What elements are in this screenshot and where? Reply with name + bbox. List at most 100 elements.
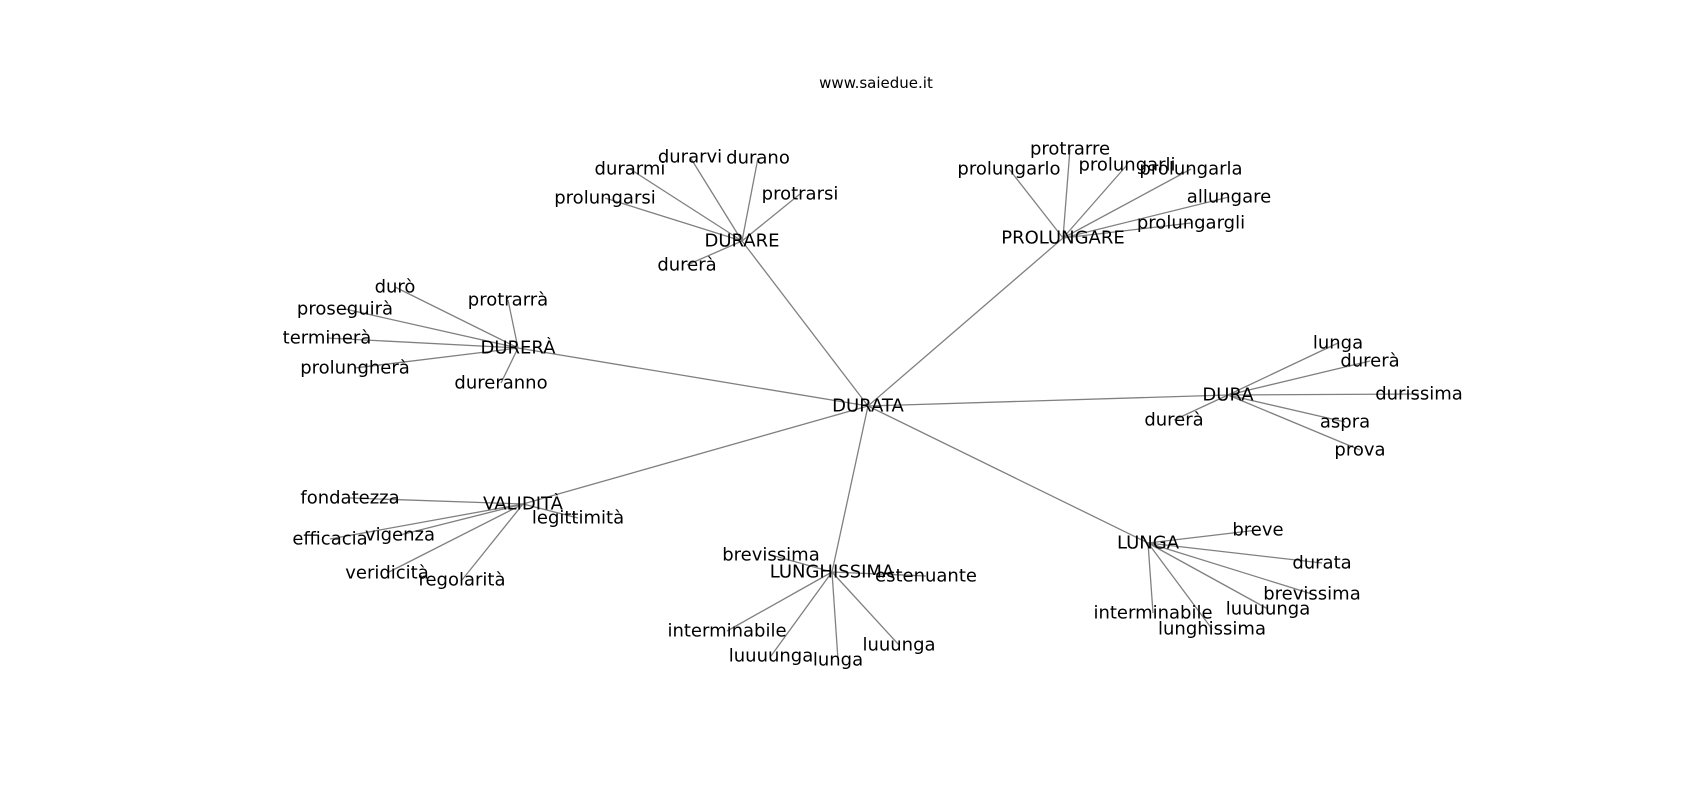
edge-group-word <box>1062 148 1071 239</box>
word-node-label: breve <box>1232 520 1283 541</box>
word-node-label: protrarre <box>1030 139 1110 160</box>
word-node-label: durata <box>1292 553 1351 574</box>
edge-group-word <box>386 503 524 574</box>
word-node-label: prolungarsi <box>554 188 656 209</box>
word-node-label: lunga <box>813 650 863 671</box>
edge-center-group <box>517 347 869 407</box>
word-node-label: aspra <box>1320 412 1370 433</box>
edge-center-group <box>867 237 1064 407</box>
edge-group-word <box>1147 542 1154 614</box>
group-node-label: LUNGA <box>1117 533 1180 554</box>
edge-group-word <box>1062 168 1192 239</box>
edge-group-word <box>1147 542 1269 610</box>
edge-group-word <box>770 554 833 573</box>
group-node-label: VALIDITÀ <box>483 493 564 515</box>
word-node-label: prolungarla <box>1139 159 1242 180</box>
edge-center-group <box>522 405 869 505</box>
word-node-label: interminabile <box>667 621 786 642</box>
word-node-label: durissima <box>1375 384 1463 405</box>
edge-group-word <box>629 168 743 242</box>
word-node-label: durerà <box>657 255 716 276</box>
edge-group-word <box>741 193 801 242</box>
word-node-label: dureranno <box>454 373 547 394</box>
center-node-label: DURATA <box>832 396 904 417</box>
word-node-label: interminabile <box>1093 603 1212 624</box>
edge-group-word <box>1227 394 1346 423</box>
edge-group-word <box>326 337 519 349</box>
edge-group-word <box>522 503 579 519</box>
word-node-label: durarvi <box>658 147 722 168</box>
word-node-label: prolungarli <box>1078 155 1175 176</box>
group-node-label: DURA <box>1202 385 1254 406</box>
word-node-label: protrarsi <box>762 184 839 205</box>
edge-group-word <box>831 571 839 661</box>
edge-group-word <box>344 308 519 349</box>
edge-group-word <box>1173 394 1229 421</box>
edge-group-word <box>354 347 519 369</box>
word-node-label: protrarrà <box>468 290 548 311</box>
edges-layer <box>326 148 1420 661</box>
word-node-label: prolungherà <box>300 358 410 379</box>
word-node-label: brevissima <box>722 545 819 566</box>
edge-group-word <box>349 497 524 505</box>
edge-center-group <box>867 394 1229 407</box>
edge-group-word <box>1227 342 1339 396</box>
word-node-label: legittimità <box>532 508 624 529</box>
word-node-label: proseguirà <box>297 299 393 320</box>
word-node-label: terminerà <box>283 328 372 349</box>
edge-group-word <box>1227 393 1420 396</box>
edge-group-word <box>1147 542 1323 564</box>
edge-group-word <box>741 157 759 242</box>
word-node-label: luuuunga <box>729 646 814 667</box>
word-node-label: efficacia <box>292 529 367 550</box>
edge-group-word <box>1008 168 1064 239</box>
edge-group-word <box>831 571 900 646</box>
edge-group-word <box>1062 164 1128 239</box>
word-node-label: brevissima <box>1263 584 1360 605</box>
site-label: www.saiedue.it <box>819 74 933 92</box>
word-node-label: prolungarlo <box>957 159 1060 180</box>
word-node-label: lunghissima <box>1158 619 1266 640</box>
edge-group-word <box>1147 542 1213 630</box>
edge-group-word <box>1147 542 1313 595</box>
edge-group-word <box>1062 196 1230 239</box>
group-node-label: PROLUNGARE <box>1001 228 1124 249</box>
group-node-label: DURERÀ <box>480 337 556 359</box>
word-node-label: allungare <box>1187 187 1271 208</box>
edge-center-group <box>867 405 1149 544</box>
edge-group-word <box>500 347 519 384</box>
word-node-label: estenuante <box>875 566 977 587</box>
edge-group-word <box>689 156 743 242</box>
word-node-label: luuuunga <box>1226 599 1311 620</box>
word-node-label: lunga <box>1313 333 1363 354</box>
edge-group-word <box>399 503 524 536</box>
edge-group-word <box>831 571 927 577</box>
word-node-label: durarmi <box>595 159 666 180</box>
edge-group-word <box>1227 394 1361 451</box>
edge-group-word <box>1062 222 1192 239</box>
edge-group-word <box>604 197 743 242</box>
edge-group-word <box>329 503 524 540</box>
edge-group-word <box>1147 529 1259 544</box>
word-node-label: regolarità <box>418 570 505 591</box>
edge-group-word <box>507 299 519 349</box>
edge-center-group <box>741 240 869 407</box>
word-node-label: durò <box>375 277 416 298</box>
word-node-label: vigenza <box>365 525 435 546</box>
word-node-label: durerà <box>1144 410 1203 431</box>
edge-center-group <box>831 405 869 573</box>
edge-group-word <box>770 571 833 657</box>
word-node-label: durano <box>726 148 790 169</box>
word-node-label: veridicità <box>345 563 429 584</box>
edge-group-word <box>726 571 833 632</box>
edge-group-word <box>461 503 524 581</box>
word-node-label: fondatezza <box>300 488 399 509</box>
group-node-label: DURARE <box>704 231 779 252</box>
word-node-label: durerà <box>1340 351 1399 372</box>
word-node-label: prova <box>1334 440 1385 461</box>
edge-group-word <box>394 286 519 349</box>
group-node-label: LUNGHISSIMA <box>770 562 895 583</box>
edge-group-word <box>1227 360 1371 396</box>
